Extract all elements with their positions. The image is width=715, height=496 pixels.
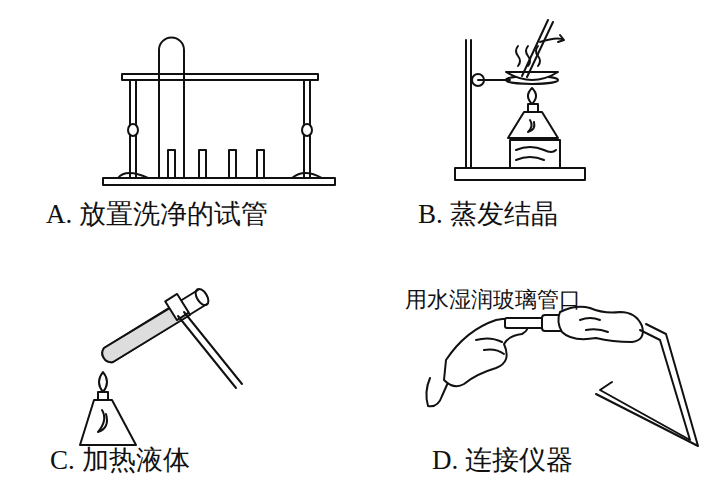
label-text: A. 放置洗净的试管	[46, 200, 268, 230]
label-text: B. 蒸发结晶	[418, 200, 558, 230]
label-text: 用水湿润玻璃管口	[405, 288, 581, 312]
test-tube-rack	[103, 38, 335, 186]
heating-test-tube	[80, 287, 242, 445]
connecting-hands	[426, 307, 698, 446]
label-text: D. 连接仪器	[432, 446, 573, 476]
evaporation-setup	[455, 20, 585, 180]
label-text: C. 加热液体	[50, 446, 190, 476]
